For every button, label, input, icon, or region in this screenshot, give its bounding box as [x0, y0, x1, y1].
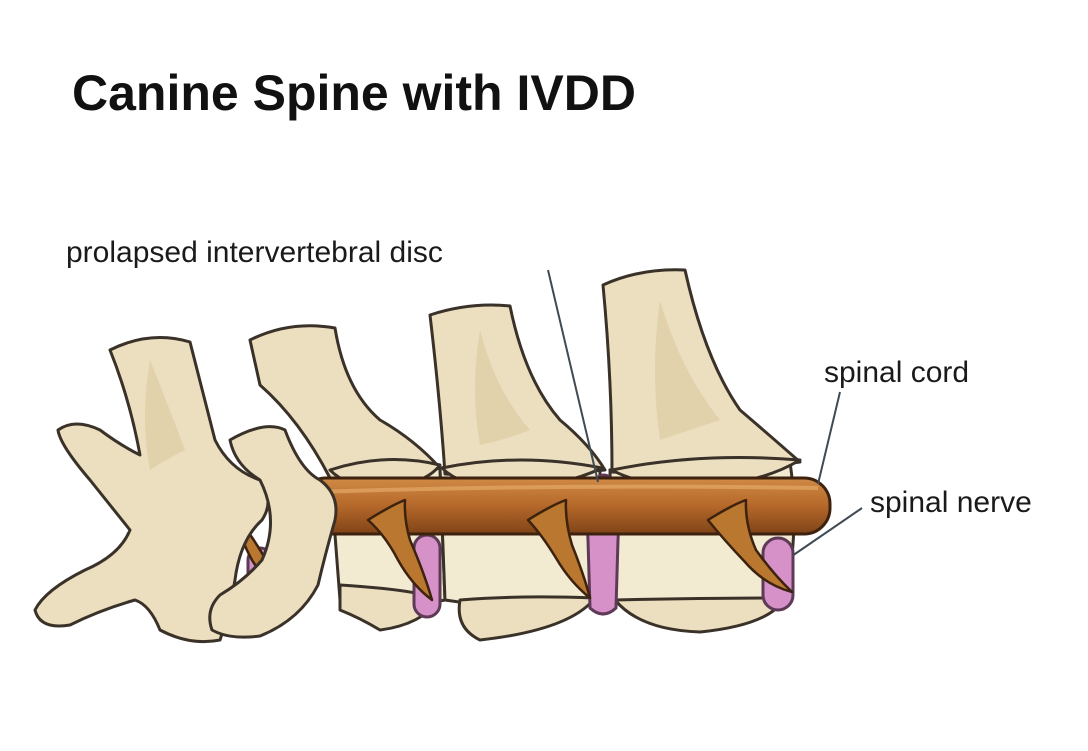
- vertebra-1-shade: [145, 360, 185, 470]
- disc-leader: [547, 269, 599, 483]
- vertebra-1-facet: [208, 425, 338, 639]
- label-spinal-nerve: spinal nerve: [870, 486, 1032, 519]
- lower-process-3: [457, 595, 597, 642]
- spinal-nerve-2: [366, 498, 434, 602]
- spinal-nerve-3: [526, 498, 592, 600]
- dorsal-process-4-shade: [655, 300, 720, 440]
- dorsal-process-3: [428, 303, 607, 477]
- cord-leader: [817, 391, 841, 485]
- dorsal-process-4: [601, 268, 802, 475]
- dorsal-process-2: [248, 324, 442, 480]
- lower-process-4: [613, 596, 787, 634]
- nerve-leader: [791, 507, 863, 557]
- diagram-title: Canine Spine with IVDD: [72, 65, 636, 121]
- front-vertebrae: [33, 336, 338, 644]
- spinal-nerve-4: [706, 498, 794, 594]
- vertebra-1: [33, 336, 270, 644]
- spinal-cord-highlight: [309, 484, 819, 494]
- label-spinal-cord: spinal cord: [824, 356, 969, 389]
- leader-lines: [547, 269, 863, 557]
- dorsal-process-3-shade: [475, 330, 530, 445]
- dorsal-processes: [248, 268, 802, 480]
- label-prolapsed-disc: prolapsed intervertebral disc: [66, 236, 443, 269]
